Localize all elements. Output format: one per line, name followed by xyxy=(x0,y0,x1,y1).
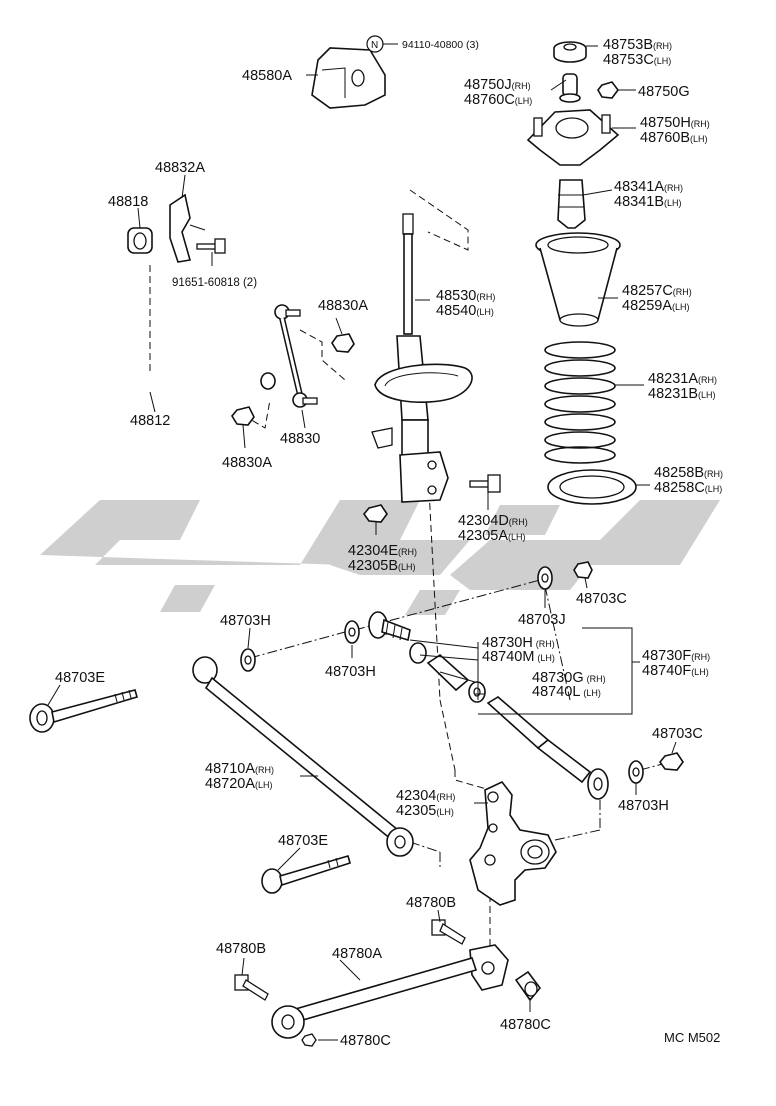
mount-nut-part xyxy=(597,81,619,99)
label-48530: 48530(RH) xyxy=(436,288,495,304)
label-48780C-b: 48780C xyxy=(340,1033,391,1049)
bracket-bolt-part xyxy=(196,238,226,254)
label-48720A: 48720A(LH) xyxy=(205,776,273,792)
shock-absorber-part xyxy=(371,213,473,503)
label-48740L: 48740L(LH) xyxy=(532,684,601,700)
label-48780C-a: 48780C xyxy=(500,1017,551,1033)
strut-rod-bolt-b-part xyxy=(234,974,269,1001)
stabilizer-bar-part xyxy=(44,332,276,399)
label-48258C: 48258C(LH) xyxy=(654,480,722,496)
label-42304D: 42304D(RH) xyxy=(458,513,528,529)
label-42304E: 42304E(RH) xyxy=(348,543,417,559)
label-48258B: 48258B(RH) xyxy=(654,465,723,481)
label-48750G: 48750G xyxy=(638,84,690,100)
label-48540: 48540(LH) xyxy=(436,303,494,319)
strut-rod-nut-b-part xyxy=(301,1033,317,1047)
leader-lines xyxy=(47,45,677,1041)
strut-cap-part xyxy=(553,41,587,63)
coil-spring-part xyxy=(544,341,616,464)
part-labels: 94110-40800 (3) 48580A 48753B(RH) 48753C… xyxy=(55,37,723,1049)
label-42305: 42305(LH) xyxy=(396,803,454,819)
stabilizer-bracket-part xyxy=(169,193,206,263)
label-48818: 48818 xyxy=(108,194,148,210)
mount-cushion-part xyxy=(559,73,581,103)
label-48830A-bottom: 48830A xyxy=(222,455,272,471)
label-42304: 42304(RH) xyxy=(396,788,455,804)
spring-bumper-part xyxy=(535,232,621,327)
label-48780A: 48780A xyxy=(332,946,382,962)
label-48703E-b: 48703E xyxy=(278,833,328,849)
label-48730H: 48730H(RH) xyxy=(482,635,555,651)
label-48703H-a: 48703H xyxy=(220,613,271,629)
label-48750H: 48750H(RH) xyxy=(640,115,710,131)
stabilizer-link-nut-top-part xyxy=(331,333,355,353)
strut-rod-bolt-a-part xyxy=(431,919,466,945)
label-48703H-b: 48703H xyxy=(325,664,376,680)
label-48780B-b: 48780B xyxy=(216,941,266,957)
label-48760B: 48760B(LH) xyxy=(640,130,708,146)
label-48753B: 48753B(RH) xyxy=(603,37,672,53)
washer-48703H-c-part xyxy=(628,760,644,784)
footer-code: MC M502 xyxy=(664,1030,720,1045)
label-42305B: 42305B(LH) xyxy=(348,558,416,574)
label-48341B: 48341B(LH) xyxy=(614,194,682,210)
label-48832A: 48832A xyxy=(155,160,205,176)
label-48830: 48830 xyxy=(280,431,320,447)
label-48780B-a: 48780B xyxy=(406,895,456,911)
new-part-marker-letter: N xyxy=(371,40,378,51)
label-48750J: 48750J(RH) xyxy=(464,77,531,93)
arm-bolt-b-part xyxy=(261,855,351,894)
adjusting-nut-part xyxy=(409,642,427,664)
label-48740F: 48740F(LH) xyxy=(642,663,709,679)
rear-axle-carrier-part xyxy=(469,781,557,906)
label-48740M: 48740M(LH) xyxy=(482,649,555,665)
nut-48703C-bottom-part xyxy=(658,752,684,771)
arm-bolt-a-part xyxy=(29,689,138,733)
label-48753C: 48753C(LH) xyxy=(603,52,671,68)
nut-48703C-top-part xyxy=(573,561,593,579)
label-94110-40800: 94110-40800 (3) xyxy=(402,39,479,51)
label-48257C: 48257C(RH) xyxy=(622,283,692,299)
label-48710A: 48710A(RH) xyxy=(205,761,274,777)
label-48341A: 48341A(RH) xyxy=(614,179,683,195)
bump-stopper-part xyxy=(557,179,586,229)
label-48580A: 48580A xyxy=(242,68,292,84)
label-48703H-c: 48703H xyxy=(618,798,669,814)
label-48259A: 48259A(LH) xyxy=(622,298,690,314)
stabilizer-link-part xyxy=(274,304,318,408)
new-part-marker: N xyxy=(366,35,398,53)
label-48830A-top: 48830A xyxy=(318,298,368,314)
lower-arm-part xyxy=(192,656,414,857)
label-48730F: 48730F(RH) xyxy=(642,648,710,664)
washer-48703H-a-part xyxy=(240,648,256,672)
spring-insulator-part xyxy=(547,469,637,505)
label-48730G: 48730G(RH) xyxy=(532,670,606,686)
support-cover-part xyxy=(311,47,386,109)
adjusting-lock-nut-part xyxy=(468,681,486,703)
strut-rod-nut-a-part xyxy=(514,970,542,1002)
label-48231A: 48231A(RH) xyxy=(648,371,717,387)
lateral-link-rod-part xyxy=(486,696,609,800)
strut-rod-part xyxy=(271,944,509,1039)
washer-48703J-part xyxy=(537,566,553,590)
knuckle-nut-part xyxy=(362,504,388,523)
label-48703E-a: 48703E xyxy=(55,670,105,686)
label-48703C-bottom: 48703C xyxy=(652,726,703,742)
adjusting-sleeve-part xyxy=(426,653,470,692)
strut-mount-part xyxy=(526,109,620,166)
label-42305A: 42305A(LH) xyxy=(458,528,526,544)
washer-48703H-b-part xyxy=(344,620,360,644)
watermark xyxy=(40,500,720,615)
stabilizer-link-nut-bottom-part xyxy=(231,406,255,426)
label-48703J: 48703J xyxy=(518,612,566,628)
label-48760C: 48760C(LH) xyxy=(464,92,532,108)
adjusting-rod-end-part xyxy=(368,611,411,642)
knuckle-bolt-part xyxy=(469,474,501,493)
label-91651-60818: 91651-60818 (2) xyxy=(172,277,257,289)
label-48231B: 48231B(LH) xyxy=(648,386,716,402)
label-48812: 48812 xyxy=(130,413,170,429)
stabilizer-bushing-part xyxy=(127,227,153,254)
label-48703C-top: 48703C xyxy=(576,591,627,607)
